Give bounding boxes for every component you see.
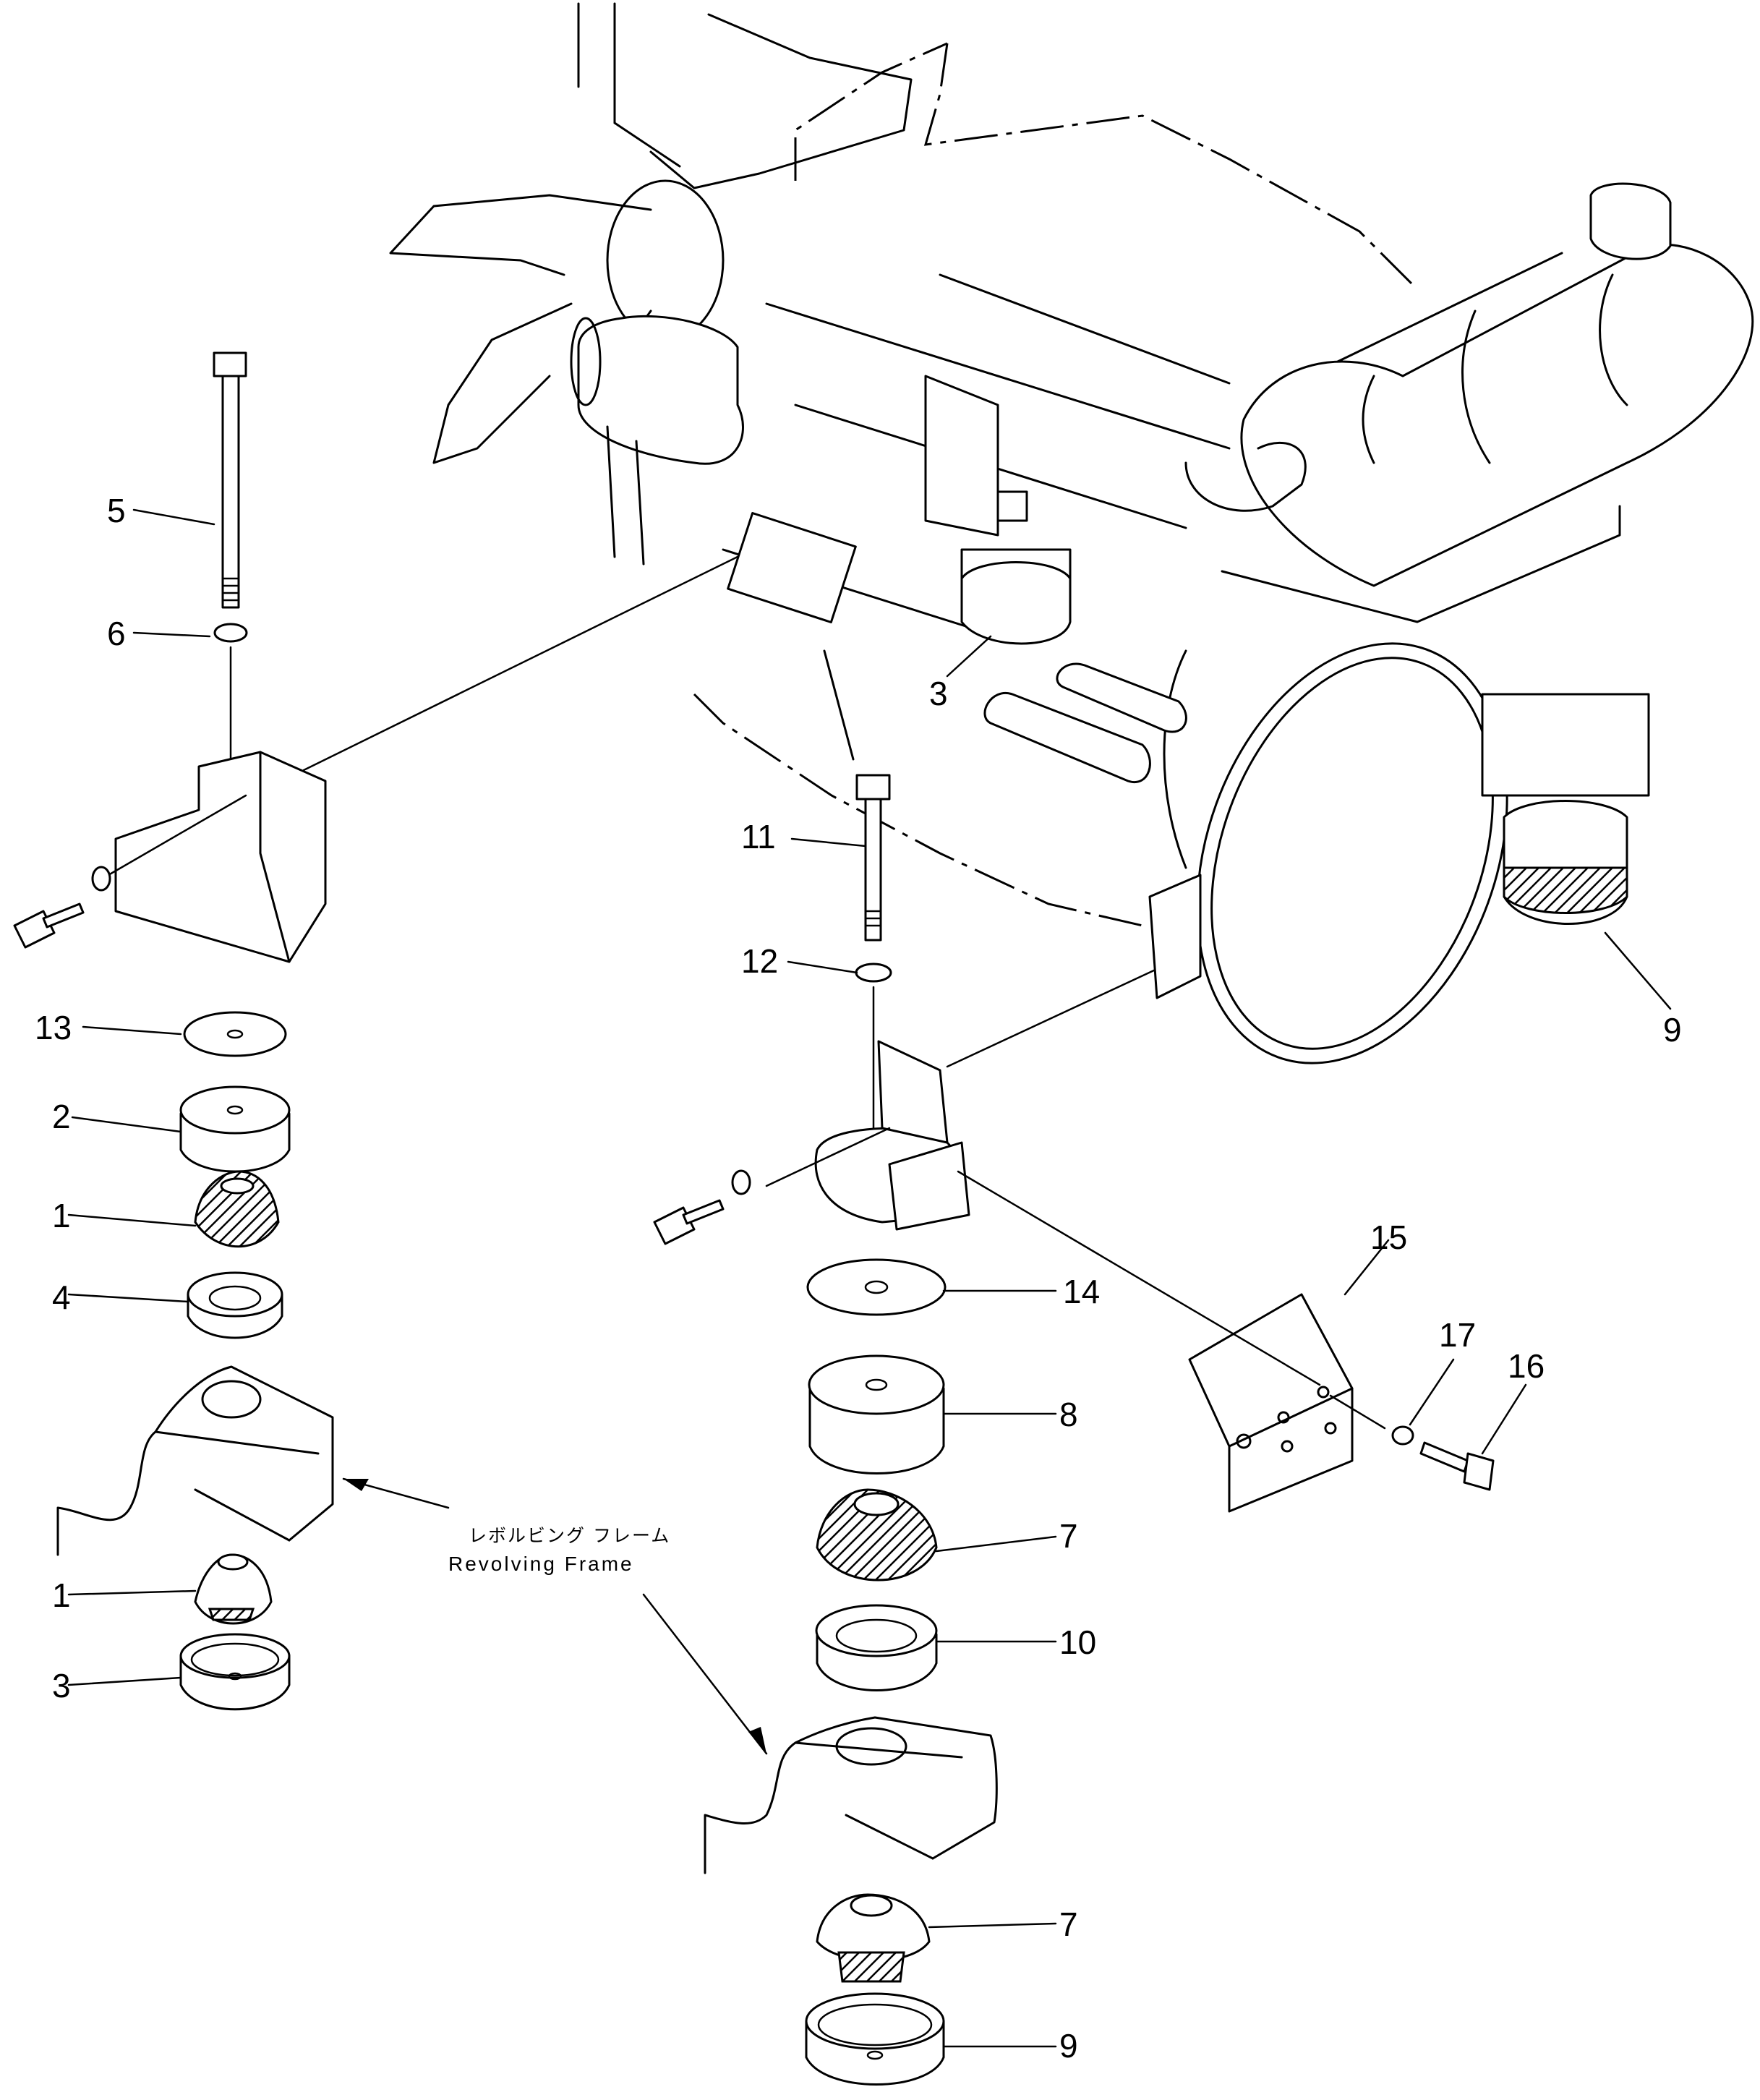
callout-5: 5 [107, 492, 126, 529]
center-engine-bracket [814, 1040, 970, 1231]
plate-15-assembly [957, 1170, 1495, 1513]
callout-6: 6 [107, 615, 126, 652]
callout-11: 11 [741, 818, 776, 855]
callout-1-lower: 1 [52, 1576, 71, 1614]
revolving-frame-center [704, 1716, 998, 1874]
bolt-side-center [653, 1199, 725, 1245]
callout-9-upper: 9 [1663, 1011, 1682, 1049]
air-filter-cylinder [570, 315, 744, 465]
frame-label-japanese: レボルビング フレーム [469, 1525, 670, 1546]
plate-13 [183, 1011, 287, 1057]
center-mount-stack [653, 774, 1202, 2086]
cup-4 [187, 1271, 283, 1339]
rubber-mount-1-upper [194, 1170, 280, 1248]
washer-17 [1391, 1425, 1414, 1446]
gasket-plate [727, 512, 857, 623]
callout-12: 12 [741, 942, 778, 980]
cushion-8 [808, 1354, 945, 1474]
muffler [1184, 182, 1754, 623]
callout-14: 14 [1063, 1273, 1100, 1310]
callout-17: 17 [1439, 1316, 1476, 1354]
bolt-5 [213, 351, 247, 609]
callout-9-lower: 9 [1059, 2027, 1078, 2065]
rubber-mount-1-lower [194, 1553, 273, 1625]
left-engine-bracket [114, 751, 327, 963]
rear-right-mount-cushion [1481, 693, 1650, 925]
upper-mount-bracket [924, 375, 1072, 645]
revolving-frame-label: レボルビング フレーム Revolving Frame [448, 1525, 670, 1575]
callout-8: 8 [1059, 1396, 1078, 1433]
callout-16: 16 [1508, 1347, 1545, 1385]
mating-plate [1148, 874, 1202, 999]
callout-4: 4 [52, 1279, 71, 1316]
revolving-frame-left [56, 1365, 334, 1556]
bolt-16 [1419, 1441, 1495, 1491]
washer-side-left [91, 866, 111, 892]
frame-label-english: Revolving Frame [448, 1553, 634, 1575]
callout-labels: 5 6 13 2 1 4 1 3 3 11 12 14 8 7 10 7 9 9… [35, 492, 1682, 2065]
cushion-2 [179, 1085, 291, 1173]
callout-3-lower: 3 [52, 1667, 71, 1704]
callout-2: 2 [52, 1098, 71, 1135]
callout-7-upper: 7 [1059, 1517, 1078, 1555]
callout-13: 13 [35, 1009, 72, 1046]
left-mount-stack [13, 351, 739, 1711]
leader-lines [67, 508, 1672, 2048]
callout-7-lower: 7 [1059, 1905, 1078, 1943]
callout-1-upper: 1 [52, 1197, 71, 1234]
plate-14 [806, 1258, 947, 1316]
rubber-mount-7-upper [816, 1488, 938, 1582]
washer-12 [855, 962, 892, 983]
callout-15: 15 [1370, 1218, 1407, 1256]
rubber-mount-7-lower [816, 1893, 931, 1983]
washer-6 [213, 623, 248, 643]
callout-3-upper: 3 [929, 675, 948, 712]
cup-9 [805, 1992, 945, 2086]
callout-10: 10 [1059, 1623, 1096, 1661]
engine-assembly [389, 2, 1754, 1064]
bolt-side-left [13, 902, 85, 949]
washer-side-center [731, 1169, 751, 1195]
cup-3 [179, 1633, 291, 1711]
flywheel-housing [1163, 642, 1508, 1064]
cup-10 [815, 1604, 938, 1691]
bolt-11 [855, 774, 891, 942]
